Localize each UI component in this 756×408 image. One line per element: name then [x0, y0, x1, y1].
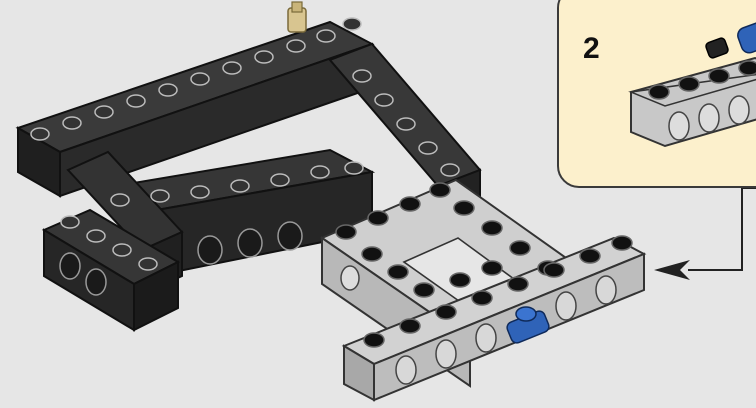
tan-axle-pin — [288, 2, 306, 32]
step-number: 2 — [583, 34, 600, 64]
callout-blue-pin — [736, 19, 756, 55]
arrow-left-icon — [654, 260, 690, 280]
callout-parts-illustration — [559, 0, 756, 188]
callout-box: 2 — [557, 0, 756, 188]
callout-black-pin — [705, 37, 729, 59]
callout-arrow — [654, 188, 756, 280]
